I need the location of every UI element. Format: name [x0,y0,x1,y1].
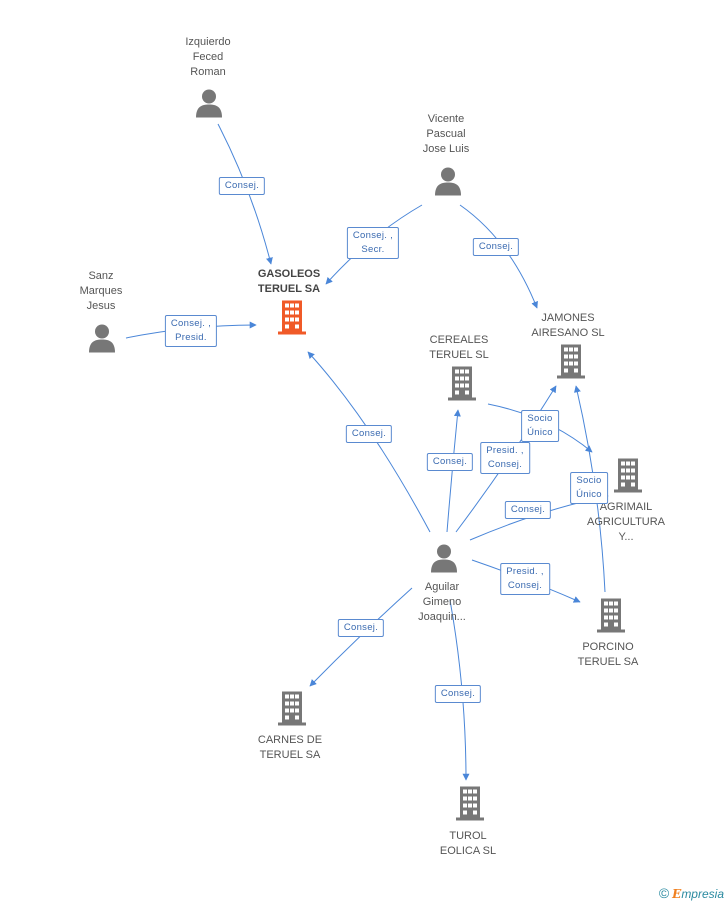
building-icon-turol[interactable] [455,786,485,826]
node-label-agrimail[interactable]: AGRIMAIL AGRICULTURA Y... [586,501,666,543]
person-icon-aguilar[interactable] [429,543,459,578]
building-icon-agrimail[interactable] [613,458,643,498]
edge-aguilar-cereales [446,409,461,533]
edges-layer [125,123,609,781]
edge-label-aguilar-turol[interactable]: Consej. [434,685,482,703]
edge-aguilar-carnes [309,587,413,687]
node-label-sanz[interactable]: Sanz Marques Jesus [79,270,123,312]
person-icon-izquierdo[interactable] [194,88,224,123]
edge-label-aguilar-porcino[interactable]: Presid. , Consej. [500,563,550,595]
building-icon-jamones[interactable] [556,344,586,384]
brand-footer[interactable]: ©Empresia [659,885,724,901]
node-label-porcino[interactable]: PORCINO TERUEL SA [577,641,639,668]
node-label-cereales[interactable]: CEREALES TERUEL SL [429,334,489,361]
edge-label-aguilar-gasoleos[interactable]: Consej. [345,425,393,443]
node-label-aguilar[interactable]: Aguilar Gimeno Joaquin... [418,581,466,623]
brand-logo-e: E [672,887,682,901]
node-label-gasoleos[interactable]: GASOLEOS TERUEL SA [257,268,321,295]
edge-vicente-jamones [459,204,538,309]
building-icon-porcino[interactable] [596,598,626,638]
building-icon-carnes[interactable] [277,691,307,731]
edge-label-porcino-jamones[interactable]: Socio Único [570,472,608,504]
edge-label-cereales-agrimail[interactable]: Socio Único [521,410,559,442]
edge-label-vicente-jamones[interactable]: Consej. [472,238,520,256]
edge-label-aguilar-jamones[interactable]: Presid. , Consej. [480,442,530,474]
edge-label-izquierdo-gasoleos[interactable]: Consej. [218,177,266,195]
person-icon-sanz[interactable] [87,323,117,358]
person-icon-vicente[interactable] [433,166,463,201]
brand-logo-text: mpresia [681,887,724,901]
edge-label-aguilar-cereales[interactable]: Consej. [426,453,474,471]
copyright-icon: © [658,885,670,901]
edge-label-vicente-gasoleos[interactable]: Consej. , Secr. [346,227,400,259]
node-label-turol[interactable]: TUROL EOLICA SL [439,830,497,857]
edge-label-aguilar-agrimail[interactable]: Consej. [504,501,552,519]
node-label-jamones[interactable]: JAMONES AIRESANO SL [531,312,605,339]
edge-label-aguilar-carnes[interactable]: Consej. [337,619,385,637]
node-label-izquierdo[interactable]: Izquierdo Feced Roman [185,36,231,78]
building-icon-cereales[interactable] [447,366,477,406]
building-icon-gasoleos[interactable] [277,300,307,340]
node-label-vicente[interactable]: Vicente Pascual Jose Luis [422,113,470,155]
edge-label-sanz-gasoleos[interactable]: Consej. , Presid. [164,315,218,347]
node-label-carnes[interactable]: CARNES DE TERUEL SA [257,734,323,761]
